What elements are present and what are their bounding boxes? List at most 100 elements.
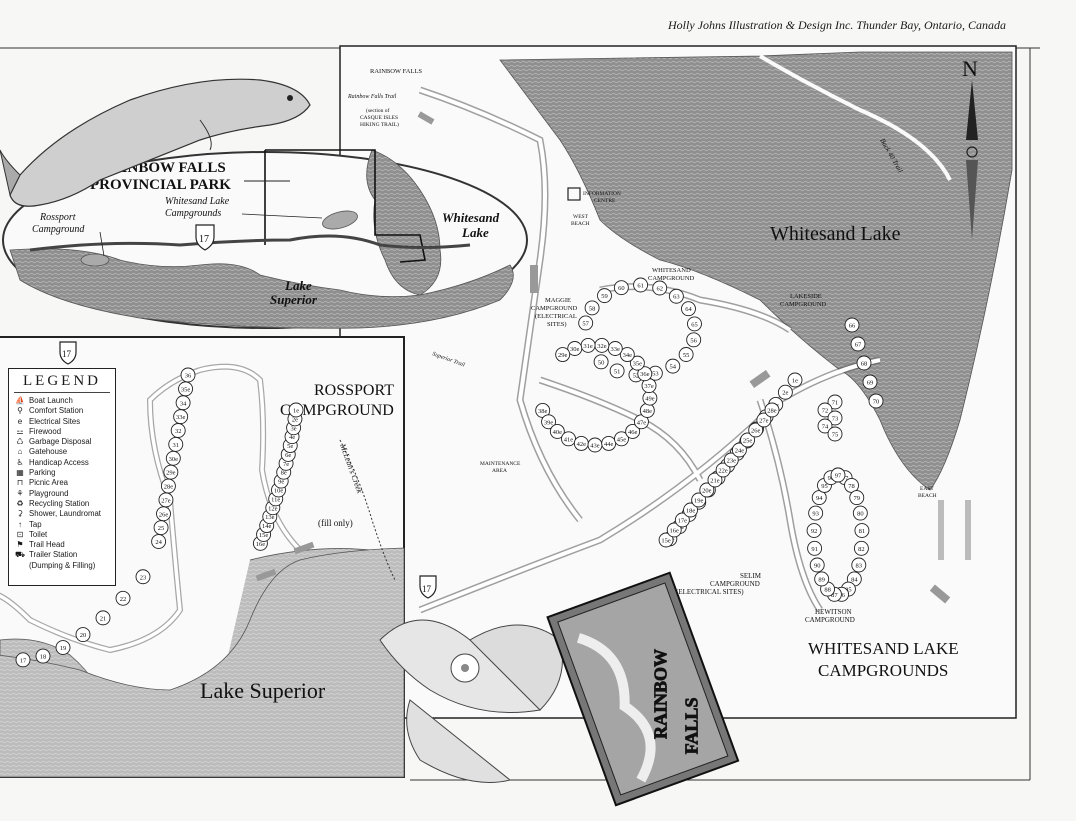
lakeside-cg-line1: LAKESIDE xyxy=(790,293,822,300)
campsite-number: 97 xyxy=(835,473,842,480)
campsite-marker xyxy=(115,590,131,606)
legend-symbol-icon: ⚑ xyxy=(16,540,24,550)
campsite-number: 27e xyxy=(759,418,769,425)
campsite-number: 42e xyxy=(577,441,587,448)
overview-inset: 17 RAINBOW FALLS PROVINCIAL PARK Rosspor… xyxy=(2,149,528,329)
campsite-marker xyxy=(135,569,151,585)
campsite-number: 19e xyxy=(694,498,704,505)
campsite-marker xyxy=(827,410,843,426)
campsite-number: 20e xyxy=(702,488,712,495)
campsite-number: 28e xyxy=(767,408,777,415)
highway-17-label: 17 xyxy=(62,349,72,359)
legend-label: Garbage Disposal xyxy=(29,437,92,447)
maggie-cg-line3: (ELECTRICAL xyxy=(535,313,577,320)
campsite-number: 16e xyxy=(256,541,266,548)
campsite-number: 84 xyxy=(851,576,858,583)
whitesand-lake-overview-line2: Lake xyxy=(461,225,489,240)
campsite-marker xyxy=(597,288,612,304)
campsite-number: 61 xyxy=(637,283,644,290)
whitesand-cg-overview-line2: Campgrounds xyxy=(165,208,221,219)
campsite-marker xyxy=(95,610,111,626)
campsite-number: 18 xyxy=(40,654,47,661)
campsite-marker xyxy=(584,300,600,316)
campsite-marker xyxy=(578,315,594,331)
campsite-number: 33e xyxy=(176,414,186,421)
campsite-marker xyxy=(151,534,167,549)
campsite-number: 90 xyxy=(814,563,821,570)
campsite-number: 47e xyxy=(637,419,647,426)
campsite-marker xyxy=(856,355,872,371)
campsite-number: 96 xyxy=(828,475,835,482)
campsite-number: 94 xyxy=(816,495,823,502)
campsite-marker xyxy=(777,384,793,400)
campsite-number: 34 xyxy=(180,400,187,407)
campsite-number: 91 xyxy=(811,546,818,553)
legend-symbol-icon: ♺ xyxy=(16,437,24,447)
campsite-marker xyxy=(723,452,739,468)
campsite-number: 23 xyxy=(140,574,147,581)
campsite-marker xyxy=(691,492,707,508)
campsite-number: 16e xyxy=(670,528,680,535)
casque-isles-line2: CASQUE ISLES xyxy=(360,115,398,121)
campsite-number: 68 xyxy=(861,361,868,368)
whitesand-lake-water xyxy=(499,51,1013,491)
campsite-number: 82 xyxy=(858,546,865,553)
campsite-number: 26e xyxy=(751,428,761,435)
campsite-number: 53 xyxy=(652,371,659,378)
fill-only-label: (fill only) xyxy=(318,518,353,528)
legend-label: Recycling Station xyxy=(29,498,90,508)
poster-line2: FALLS xyxy=(681,698,701,755)
campsite-marker xyxy=(658,532,674,548)
campsite-marker xyxy=(35,648,51,664)
legend-symbol-icon: ♿ xyxy=(16,457,24,467)
legend-item: ♻Recycling Station xyxy=(14,499,110,509)
campsite-number: 17 xyxy=(20,657,27,664)
whitesand-title-line1: WHITESAND LAKE xyxy=(808,639,959,658)
legend-label: Boat Launch xyxy=(29,396,73,405)
legend-symbol-icon: ⛵ xyxy=(15,396,25,405)
campsite-number: 75 xyxy=(832,432,839,439)
campsite-number: 9e xyxy=(278,479,284,486)
campsite-number: 56 xyxy=(690,337,697,344)
campsite-number: 22 xyxy=(120,596,127,603)
campsite-number: 10e xyxy=(274,488,284,495)
campsite-number: 6e xyxy=(285,452,291,459)
campsite-marker xyxy=(817,418,833,434)
campsite-number: 73 xyxy=(832,416,839,423)
campsite-number: 30e xyxy=(570,346,580,353)
campsite-number: 44e xyxy=(604,441,614,448)
campsite-marker xyxy=(637,366,653,382)
legend-label: Electrical Sites xyxy=(29,416,81,426)
rainbow-falls-label: RAINBOW FALLS xyxy=(370,68,422,75)
campsite-number: 14e xyxy=(262,523,272,530)
campsite-marker xyxy=(740,432,756,448)
legend-label: Gatehouse xyxy=(29,447,68,457)
campsite-number: 19 xyxy=(60,645,67,652)
campsite-number: 25 xyxy=(158,525,165,532)
casque-isles-line3: HIKING TRAIL) xyxy=(360,121,399,128)
campsite-number: 2e xyxy=(292,416,298,423)
legend-label: (Dumping & Filling) xyxy=(29,560,96,570)
campsite-number: 83 xyxy=(856,563,863,570)
legend-symbol-icon: ↑ xyxy=(18,519,22,529)
legend-item: ↑Tap xyxy=(14,520,110,530)
legend-item: ⛟Trailer Station xyxy=(14,550,110,560)
rainbow-falls-trail-label: Rainbow Falls Trail xyxy=(347,94,397,100)
campsite-number: 35e xyxy=(181,386,191,393)
north-arrow: N xyxy=(962,56,978,240)
whitesand-cg-line1: WHITESAND xyxy=(652,267,691,274)
legend-item: ⚍Firewood xyxy=(14,427,110,437)
campsite-number: 1e xyxy=(293,408,299,415)
whitesand-map: Whitesand Lake Back 40 Trail N xyxy=(339,45,1017,719)
campsite-number: 65 xyxy=(691,321,698,328)
parking-lot xyxy=(749,369,771,389)
campsite-number: 37e xyxy=(644,383,654,390)
casque-isles-line1: (section of xyxy=(366,107,390,114)
legend-item: ⊓Picnic Area xyxy=(14,478,110,488)
west-beach-line1: WEST xyxy=(573,214,589,220)
campsite-number: 17e xyxy=(678,518,688,525)
legend-item: ⊡Toilet xyxy=(14,530,110,540)
campsite-marker xyxy=(707,472,723,488)
campsite-marker xyxy=(756,412,772,428)
east-beach-line1: EAST xyxy=(920,486,934,492)
